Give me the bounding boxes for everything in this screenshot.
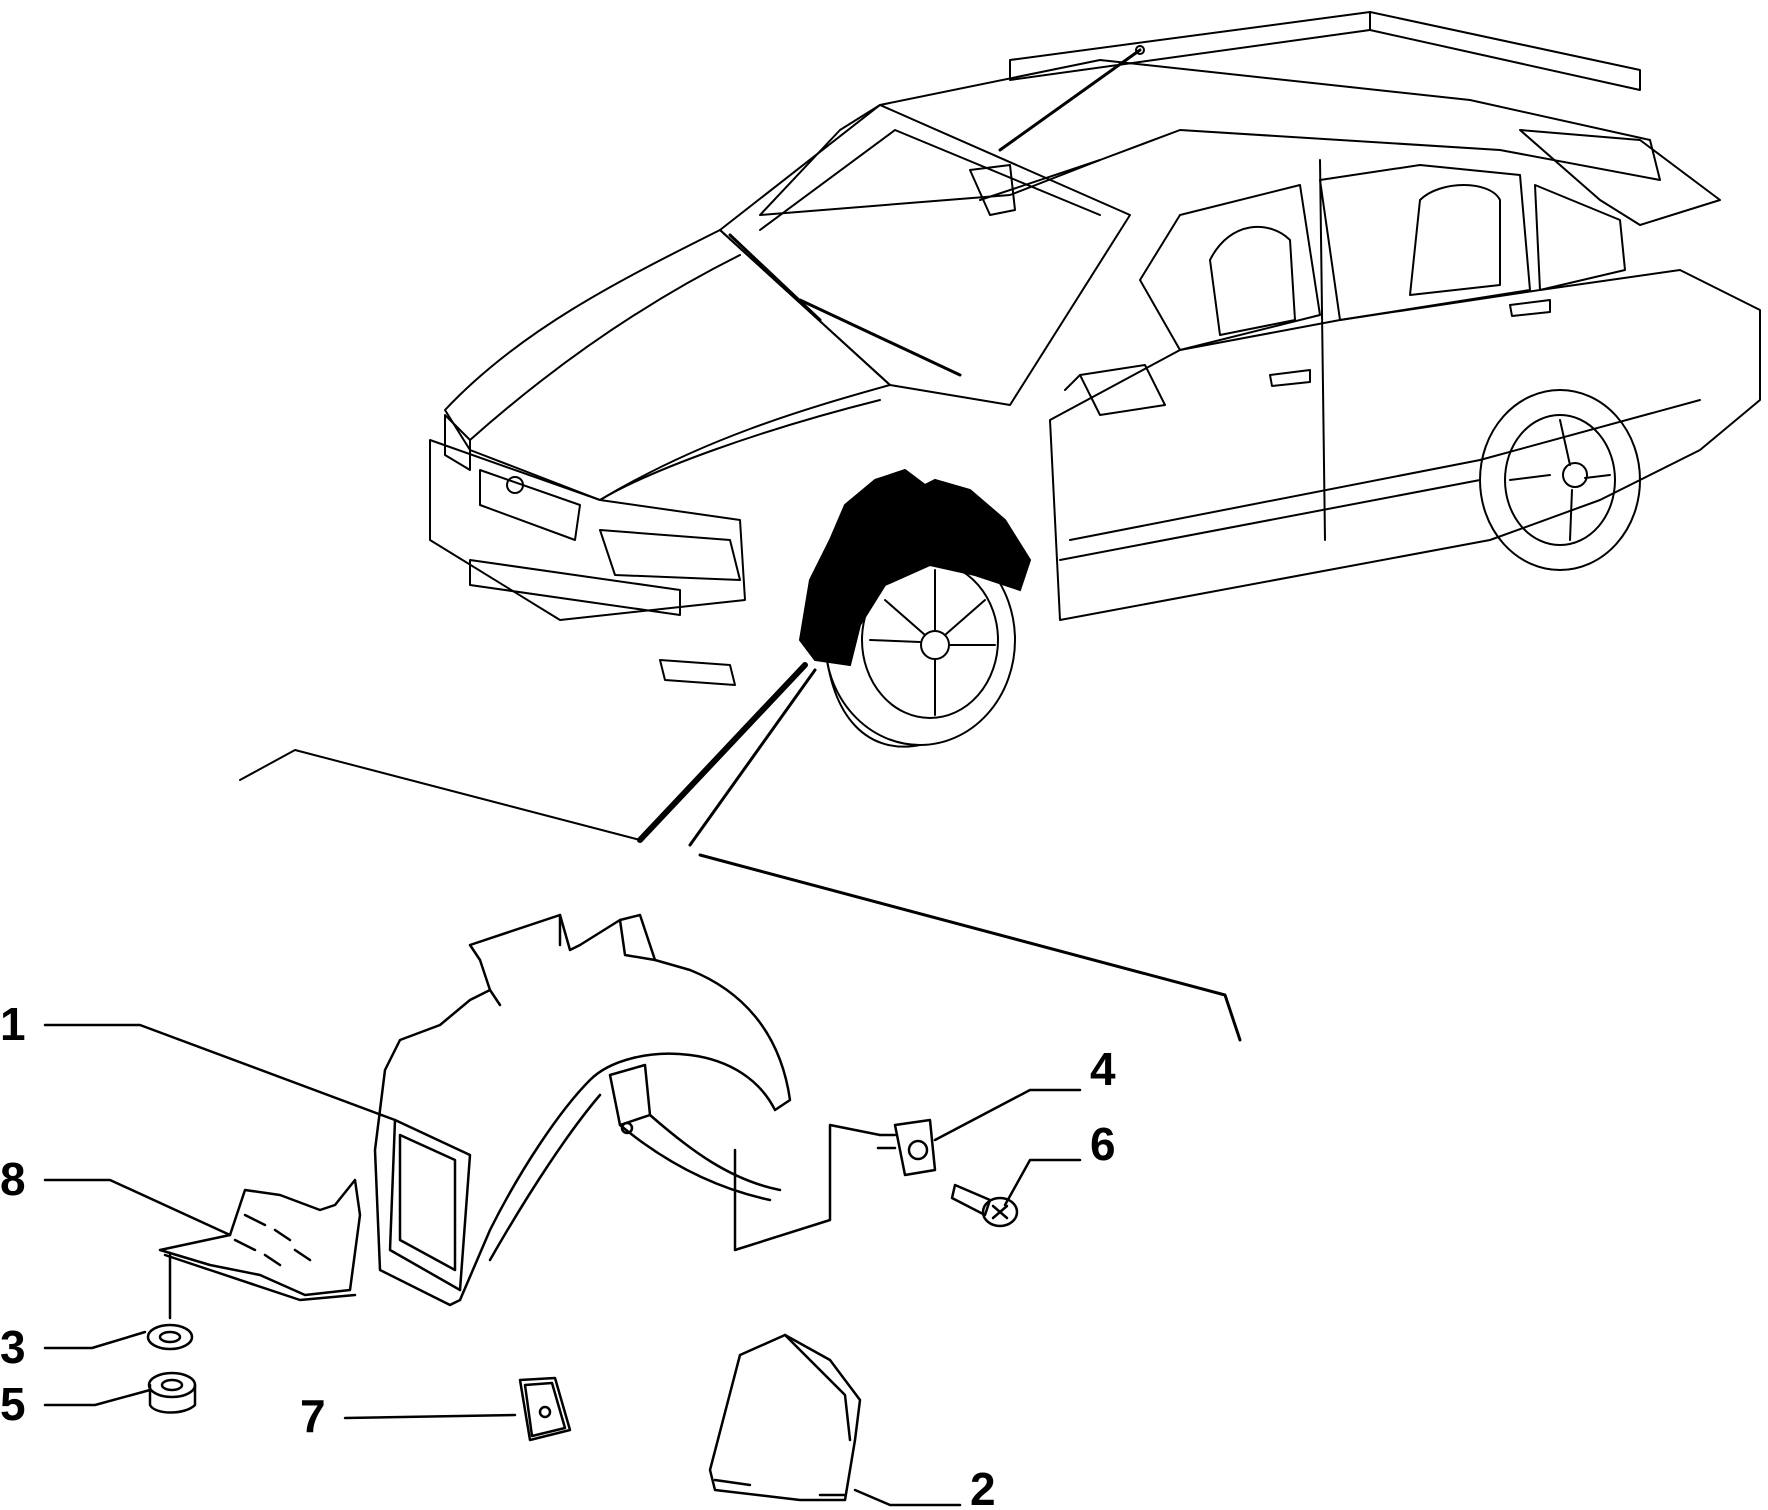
part-7-plug (518, 1376, 572, 1442)
callout-7: 7 (300, 1390, 326, 1442)
callout-4: 4 (1090, 1043, 1116, 1095)
part-4-clip (876, 1118, 937, 1177)
part-8-shield (158, 1178, 362, 1302)
car-illustration (429, 11, 1761, 748)
leader-7 (343, 1413, 517, 1420)
leader-8 (43, 1178, 232, 1237)
leader-liner-clip (733, 1123, 882, 1252)
part-1-wheel-arch-liner (373, 913, 792, 1307)
part-2-splash-guard (708, 1333, 862, 1502)
leader-2 (853, 1488, 962, 1507)
leader-6 (1003, 1158, 1082, 1207)
part-3-washer (146, 1323, 194, 1351)
callout-3: 3 (0, 1321, 26, 1373)
part-6-screw (950, 1183, 1019, 1228)
leader-4 (933, 1088, 1082, 1142)
leader-1 (43, 1023, 397, 1122)
callout-5: 5 (0, 1378, 26, 1430)
callout-6: 6 (1090, 1118, 1116, 1170)
leader-3 (43, 1330, 147, 1350)
explode-lines (239, 662, 1242, 1042)
part-5-nut (147, 1371, 197, 1414)
callout-2: 2 (970, 1463, 996, 1510)
leader-lines (43, 1023, 1082, 1507)
callout-1: 1 (0, 998, 26, 1050)
callout-8: 8 (0, 1153, 26, 1205)
wheel-arch-liner-highlight (798, 468, 1032, 667)
leader-5 (43, 1388, 152, 1407)
callout-labels: 1 8 3 5 7 4 6 2 (0, 998, 1116, 1510)
